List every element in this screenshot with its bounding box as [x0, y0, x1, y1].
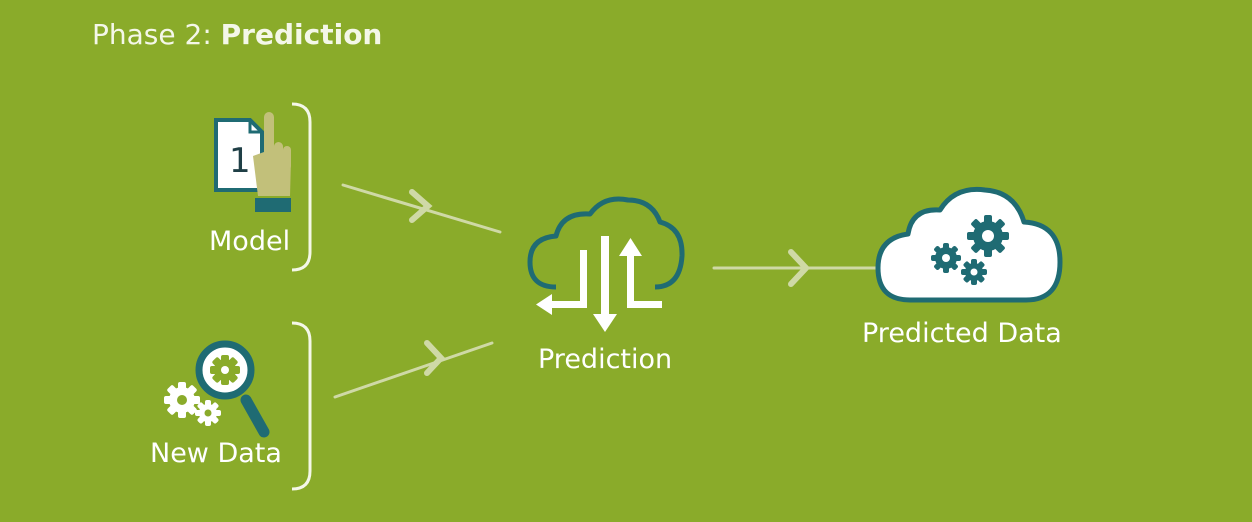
- large-gear-icon: [967, 215, 1009, 257]
- cloud-outline-icon: [527, 196, 685, 290]
- cloud-filled-icon: [875, 186, 1063, 303]
- input-brackets: [291, 102, 312, 491]
- phase-name: Prediction: [220, 18, 383, 51]
- connector-newdata-to-prediction: [333, 341, 494, 399]
- cloud-arrows-icon: [527, 196, 685, 332]
- page-title: Phase 2: Prediction: [92, 18, 382, 51]
- chevron-right-icon: [409, 189, 433, 223]
- predicted-data-label: Predicted Data: [862, 318, 1062, 349]
- prediction-label: Prediction: [538, 344, 673, 375]
- model-label: Model: [209, 226, 291, 257]
- phase-prefix: Phase 2:: [92, 18, 221, 51]
- medium-gear-icon: [931, 243, 961, 273]
- new-data-label: New Data: [150, 438, 282, 469]
- connectors: [333, 183, 880, 399]
- tiny-gear-icon: [195, 400, 221, 426]
- small-gear-icon: [961, 259, 987, 285]
- document-hand-icon: 1: [214, 112, 291, 212]
- new-data-bracket: [291, 321, 312, 491]
- cloud-gears-icon: [875, 186, 1063, 303]
- document-page-number: 1: [229, 141, 251, 181]
- small-gear-icon: [164, 382, 200, 418]
- magnifier-icon: [195, 340, 270, 438]
- chevron-right-icon: [788, 249, 811, 287]
- gears-magnifier-icon: [164, 340, 270, 438]
- model-bracket: [291, 102, 312, 272]
- pointing-hand-icon: [253, 112, 291, 212]
- chevron-right-icon: [424, 340, 446, 376]
- arrows-icon: [536, 236, 662, 332]
